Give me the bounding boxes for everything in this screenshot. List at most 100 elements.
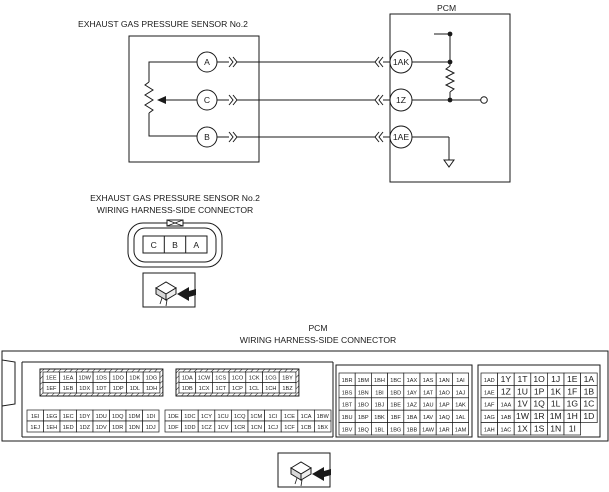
pin-label: 1DF [168,425,179,431]
pin-label: 1DV [96,425,107,431]
pin-label: 1AX [407,378,418,384]
pin-label: 1AF [484,403,495,409]
pin-label: 1Q [533,399,545,409]
pcm-terminal-1ae: 1AE [389,125,413,149]
pin-label: 1D [583,411,594,421]
pcm-connector-title-2: WIRING HARNESS-SIDE CONNECTOR [240,335,396,345]
pin-label: 1DG [146,376,158,382]
pin-label: 1DT [96,386,107,392]
pin-label: 1DX [79,386,90,392]
pin-label: 1BJ [375,403,385,409]
pin-label: 1BZ [282,386,293,392]
sensor-terminal-b: B [196,126,218,148]
pin-label: 1J [551,374,560,384]
pin-label: 1CH [265,386,276,392]
pin-label: 1CW [198,376,211,382]
pin-label: 1EH [46,425,57,431]
pin-label: 1AL [456,415,466,421]
pin-label: 1BI [375,390,384,396]
pin-label: 1AP [439,403,450,409]
pin-label: 1CS [215,376,226,382]
pin-label: 1CA [301,414,312,420]
pin-label: 1S [534,424,545,434]
pin-label: 1AJ [456,390,466,396]
pin-label: 1DI [146,414,155,420]
pin-label: 1BW [317,414,330,420]
pin-label: 1CN [251,425,262,431]
sensor-connector-pin-b: B [172,240,178,250]
pin-label: 1AS [423,378,434,384]
sensor-terminal-c-label: C [204,95,210,105]
pin-label: 1CJ [268,425,278,431]
pin-label: 1BC [390,378,401,384]
pcm-internal-circuit [412,33,481,160]
pin-label: 1DH [146,386,157,392]
pin-label: 1CT [215,386,226,392]
pin-label: 1AA [501,403,512,409]
pin-label: 1T [517,374,528,384]
pcm-terminal-1ae-label: 1AE [393,132,410,142]
pin-label: 1CU [217,414,228,420]
pin-label: 1AB [501,415,512,421]
pin-label: 1CR [234,425,245,431]
pin-label: 1CY [201,414,212,420]
pin-label: 1CQ [234,414,246,420]
pin-label: 1AO [439,390,451,396]
pin-label: 1CX [199,386,210,392]
pin-label: 1EI [31,414,40,420]
pin-label: 1BQ [358,428,370,434]
pin-label: 1C [583,399,594,409]
pin-label: 1AT [423,390,433,396]
pin-label: 1BE [390,403,401,409]
pin-cell [142,420,160,433]
pin-label: 1DZ [79,425,90,431]
pin-label: 1BF [391,415,402,421]
pin-label: 1DQ [112,414,124,420]
pin-label: 1DY [79,414,90,420]
output-terminal [480,96,488,104]
pin-label: 1Y [501,374,512,384]
pin-label: 1I [569,424,576,434]
pin-label: 1AN [439,378,450,384]
pin-label: 1DS [96,376,107,382]
pin-label: 1CM [250,414,262,420]
pin-cell [278,382,297,394]
pin-label: 1BA [407,415,418,421]
pcm-terminal-1ak: 1AK [389,50,413,74]
pin-label: 1AC [500,428,511,434]
pin-label: 1BS [342,390,353,396]
pcm-terminal-1z-label: 1Z [396,95,406,105]
pin-label: 1BO [358,403,370,409]
wire-a-1ak [217,56,390,68]
pin-label: 1BL [375,428,385,434]
pin-label: 1EF [46,386,57,392]
pin-label: 1CB [301,425,312,431]
pin-label: 1Z [501,386,511,396]
pin-cell [314,420,332,433]
pin-label: 1BT [342,403,353,409]
pin-label: 1BY [282,376,293,382]
pin-label: 1EE [46,376,57,382]
pin-label: 1E [567,374,578,384]
pin-label: 1CV [218,425,229,431]
sensor-title: EXHAUST GAS PRESSURE SENSOR No.2 [78,19,248,29]
pin-label: 1N [550,424,561,434]
pin-label: 1CL [249,386,259,392]
pin-label: 1L [551,399,561,409]
sensor-terminal-a-label: A [204,57,210,67]
pin-label: 1CP [232,386,243,392]
pin-label: 1BP [358,415,369,421]
pin-label: 1X [517,424,528,434]
pin-label: 1DM [128,414,140,420]
potentiometer-symbol [144,61,197,137]
pin-label: 1K [550,386,561,396]
pin-label: 1CO [232,376,244,382]
pin-label: 1ED [63,425,74,431]
pin-label: 1AI [456,378,465,384]
pin-label: 1AY [407,390,417,396]
wire-c-1z [217,94,390,106]
junction-dot [447,31,453,37]
sensor-connector-face: C B A [127,219,223,268]
